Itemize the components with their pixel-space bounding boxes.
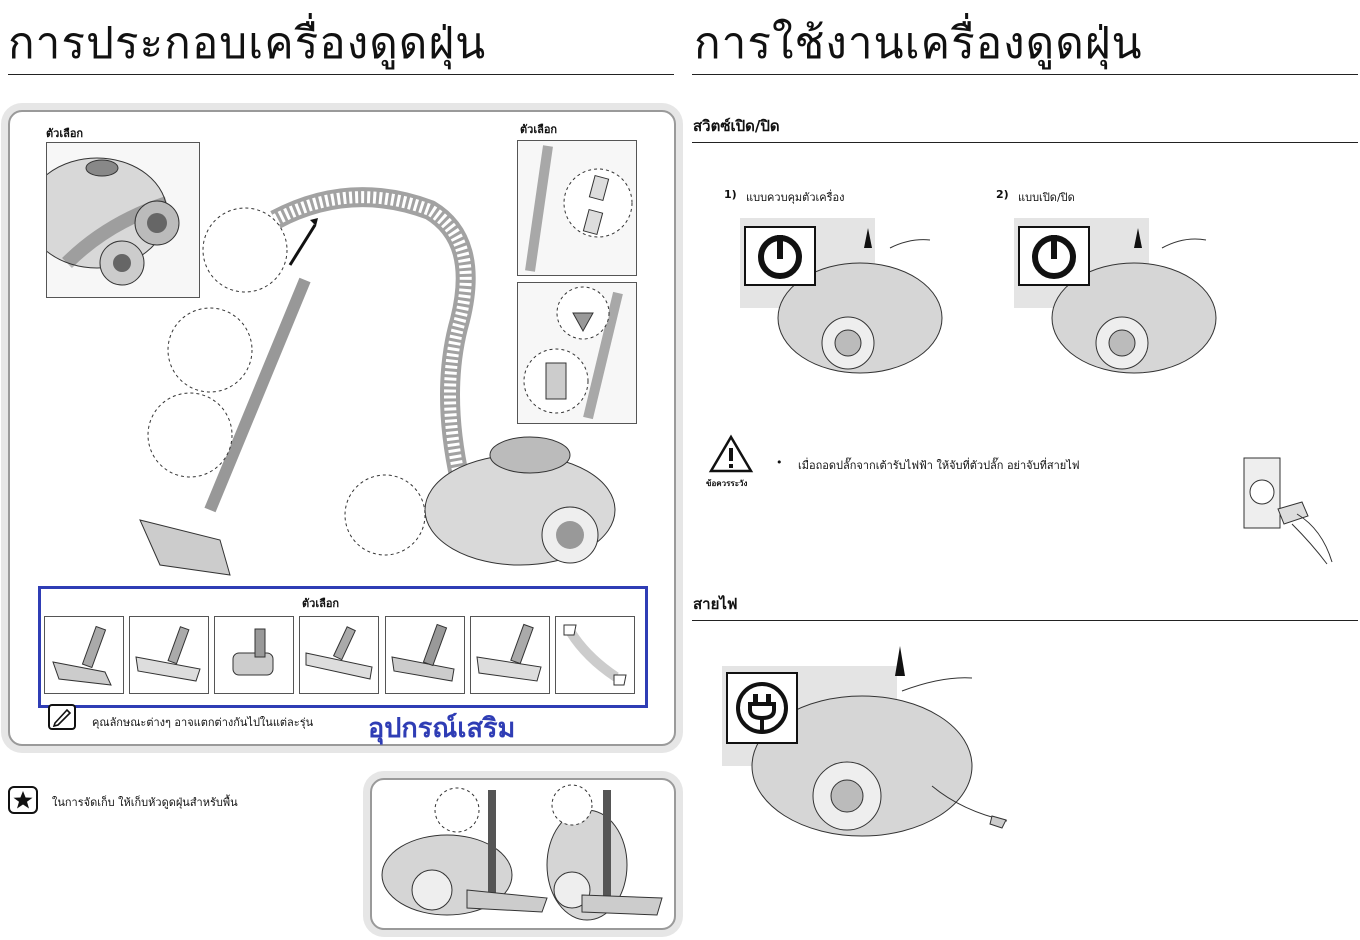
cord-reel-illustration xyxy=(722,646,1008,837)
unplug-illustration xyxy=(1243,457,1333,565)
mode2-number: 2) xyxy=(996,188,1009,201)
right-title-rule xyxy=(692,74,1358,75)
power-icon xyxy=(1018,226,1090,286)
cord-reel-icon xyxy=(726,672,798,744)
mode1-label: แบบควบคุมตัวเครื่อง xyxy=(746,191,845,204)
power-icon xyxy=(744,226,816,286)
cord-section-title: สายไฟ xyxy=(693,595,738,613)
option-inset-pipe-connect xyxy=(517,140,637,276)
mode2-label: แบบเปิด/ปิด xyxy=(1018,191,1075,204)
left-title-rule xyxy=(8,74,674,75)
option-inset-hose-handle xyxy=(46,142,200,298)
cord-section-rule xyxy=(692,620,1358,621)
star-icon xyxy=(8,786,38,814)
accessory-shoulder-strap xyxy=(555,616,635,694)
accessory-floor-brush xyxy=(129,616,209,694)
accessory-mini-turbo xyxy=(214,616,294,694)
option-label-top-left: ตัวเลือก xyxy=(46,127,84,140)
feature-note: คุณลักษณะต่างๆ อาจแตกต่างกันไปในแต่ละรุ่… xyxy=(92,716,314,729)
option-label-top-right: ตัวเลือก xyxy=(520,123,558,136)
option-inset-pipe-lock xyxy=(517,282,637,424)
accessory-box-label: ตัวเลือก xyxy=(302,597,340,610)
note-pencil-icon xyxy=(48,704,76,730)
accessory-caption: อุปกรณ์เสริม xyxy=(368,713,516,744)
switch-section-title: สวิตซ์เปิด/ปิด xyxy=(693,117,780,135)
accessory-box xyxy=(38,586,648,708)
mode1-number: 1) xyxy=(724,188,737,201)
warning-icon xyxy=(708,434,754,474)
switch-section-rule xyxy=(692,142,1358,143)
accessory-carpet-brush xyxy=(385,616,465,694)
caution-text: เมื่อถอดปลั๊กจากเต้ารับไฟฟ้า ให้จับที่ตั… xyxy=(798,459,1080,472)
left-page-title: การประกอบเครื่องดูดฝุ่น xyxy=(8,18,487,69)
storage-illustration-panel xyxy=(370,778,676,930)
caution-label: ข้อควรระวัง xyxy=(706,479,748,488)
caution-bullet: • xyxy=(776,456,783,469)
accessory-hard-floor-brush xyxy=(470,616,550,694)
storage-note: ในการจัดเก็บ ให้เก็บหัวดูดฝุ่นสำหรับพื้น xyxy=(52,796,238,809)
accessory-parquet-brush xyxy=(299,616,379,694)
vacuum-assembly-illustration xyxy=(139,187,616,576)
right-page-title: การใช้งานเครื่องดูดฝุ่น xyxy=(694,18,1143,69)
accessory-turbo-brush xyxy=(44,616,124,694)
